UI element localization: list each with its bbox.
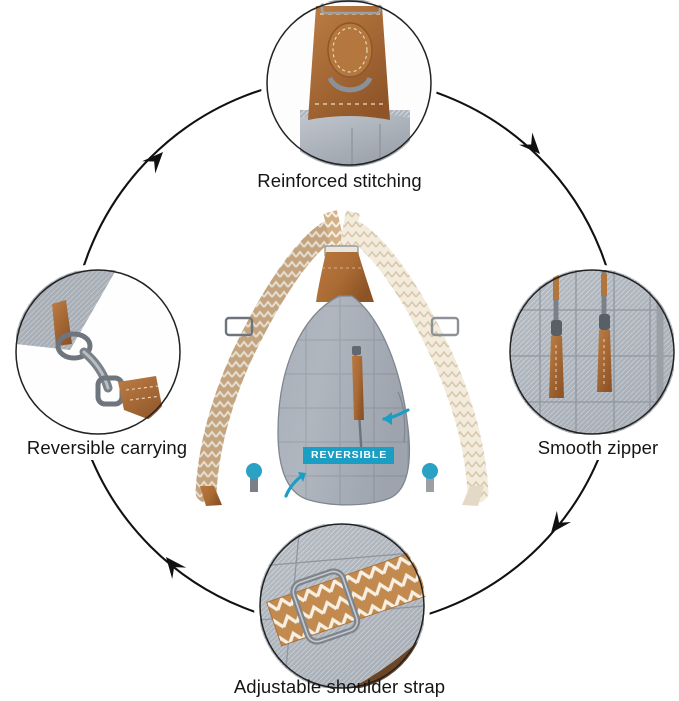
flow-arrowheads — [142, 132, 572, 579]
callout-adjustable-shoulder-strap[interactable] — [259, 523, 437, 689]
feature-label-smooth-zipper: Smooth zipper — [537, 437, 659, 458]
leather-top-panel — [316, 252, 374, 302]
front-zipper — [352, 346, 364, 461]
shoulder-strap-right — [345, 221, 489, 506]
callout-reversible-carrying[interactable] — [15, 269, 181, 435]
arrow-lower-left — [166, 557, 187, 579]
arrow-upper-right — [519, 132, 540, 154]
arrow-to-side-pocket — [382, 408, 410, 425]
callout-reinforced-stitching[interactable] — [266, 0, 432, 168]
reversible-badge: REVERSIBLE — [303, 447, 395, 464]
shoulder-strap-left — [195, 221, 338, 506]
feature-label-reversible-carrying: Reversible carrying — [26, 437, 188, 458]
teal-callout-arrows — [284, 408, 410, 498]
arrow-upper-left — [142, 152, 163, 174]
feature-label-reinforced-stitching: Reinforced stitching — [257, 170, 422, 191]
arrow-lower-right — [551, 510, 572, 533]
feature-label-adjustable-shoulder-strap: Adjustable shoulder strap — [233, 676, 446, 697]
callout-smooth-zipper[interactable] — [509, 269, 675, 435]
arrow-to-bottom-edge — [284, 472, 306, 498]
